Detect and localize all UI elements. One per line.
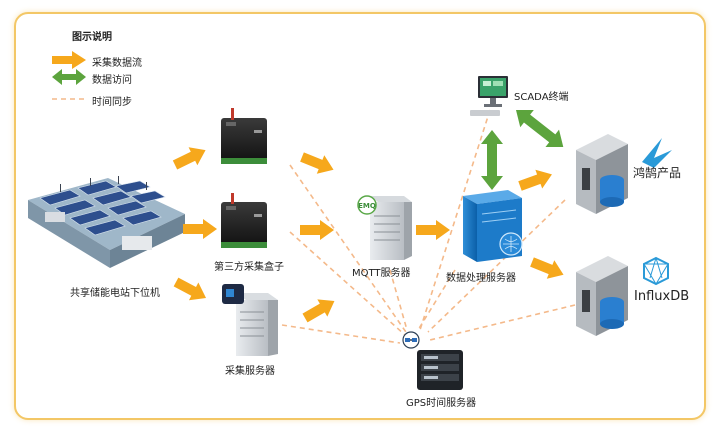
gateway-label: 第三方采集盒子	[214, 262, 284, 273]
energy-station-image	[28, 176, 185, 268]
legend-item-sync: 时间同步	[92, 97, 132, 108]
gps-server-image	[417, 350, 463, 390]
legend-title: 图示说明	[72, 32, 112, 43]
legend-flow-arrow-icon	[52, 51, 86, 69]
time-sync-lines	[281, 109, 576, 344]
collector-label: 采集服务器	[225, 366, 275, 377]
collector-server-image	[222, 284, 278, 356]
access-arrows	[481, 109, 564, 190]
influxdb-logo-icon	[643, 256, 669, 286]
influx-server-image	[576, 256, 628, 336]
mqtt-badge-label: EMQ	[358, 202, 376, 210]
honghu-server-image	[576, 134, 628, 214]
legend-item-access: 数据访问	[92, 75, 132, 86]
flow-arrows	[172, 147, 564, 323]
processing-label: 数据处理服务器	[446, 273, 516, 284]
scada-label: SCADA终端	[514, 92, 569, 103]
scada-terminal-image	[470, 76, 508, 116]
honghu-label: 鸿鹄产品	[633, 166, 682, 180]
influxdb-label: InfluxDB	[634, 289, 690, 304]
gateway-device-top-image	[221, 108, 267, 164]
mqtt-label: MQTT服务器	[352, 268, 411, 279]
gps-label: GPS时间服务器	[406, 398, 477, 409]
station-label: 共享储能电站下位机	[70, 288, 160, 299]
legend-access-arrow-icon	[52, 69, 86, 85]
legend-item-flow: 采集数据流	[92, 58, 142, 69]
gateway-device-bottom-image	[221, 193, 267, 248]
satellite-icon	[402, 331, 420, 349]
processing-server-image	[463, 190, 523, 262]
mqtt-server-image: EMQ	[357, 195, 412, 260]
honghu-logo-icon	[642, 138, 672, 168]
